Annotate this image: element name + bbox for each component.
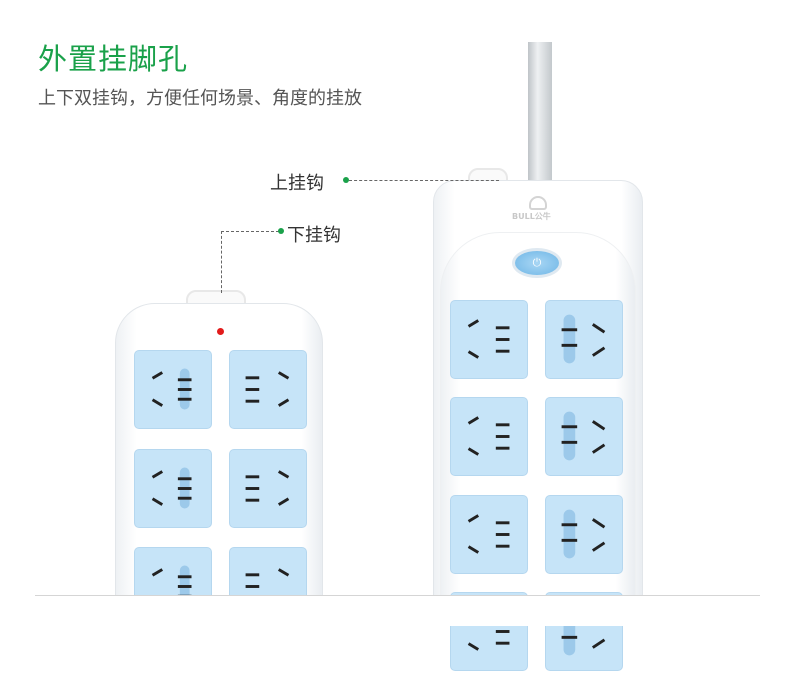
outlet-socket [450,300,528,379]
leader-line [221,231,222,293]
outlet-socket [134,350,212,429]
leader-line [349,180,499,181]
power-cord [528,42,552,182]
brand-logo: BULL公牛 [512,212,551,221]
outlet-socket [545,300,623,379]
leader-line [221,231,279,232]
power-icon: ⏻ [532,256,542,269]
label-dot [343,177,349,183]
subtitle: 上下双挂钩，方便任何场景、角度的挂放 [38,88,362,109]
power-switch[interactable]: ⏻ [512,248,562,278]
outlet-socket [450,495,528,574]
divider [35,595,760,596]
outlet-socket [229,350,307,429]
lower-hook-label: 下挂钩 [287,225,341,246]
outlet-socket [134,449,212,528]
page-title: 外置挂脚孔 [38,42,189,76]
upper-hook-label: 上挂钩 [270,173,324,194]
outlet-socket [450,397,528,476]
label-dot [278,228,284,234]
indicator-led [217,328,224,335]
outlet-socket [545,397,623,476]
outlet-socket [229,449,307,528]
brand-logo-icon [529,196,547,210]
outlet-socket [545,495,623,574]
